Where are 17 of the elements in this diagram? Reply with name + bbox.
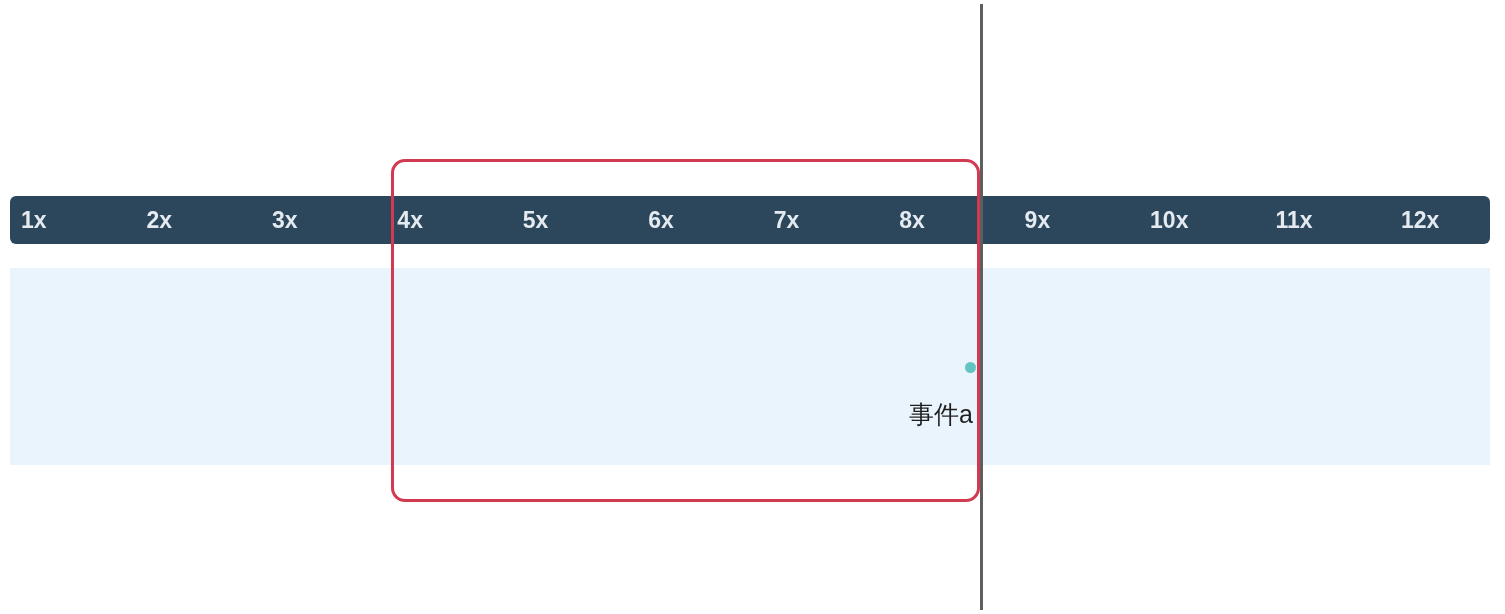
event-dot (964, 361, 976, 373)
tick-label: 11x (1275, 206, 1313, 235)
lane-band (10, 268, 1490, 465)
tick-label: 1x (21, 206, 47, 235)
tick-label: 7x (773, 206, 800, 235)
tick-label: 4x (397, 206, 423, 235)
tick-label: 8x (899, 206, 925, 235)
tick-label: 5x (522, 206, 549, 235)
tick-label: 12x (1400, 206, 1440, 235)
window-frame (391, 159, 980, 502)
tick-label: 3x (271, 206, 298, 235)
event-label: 事件a (909, 399, 973, 429)
tick-label: 9x (1024, 206, 1051, 235)
tick-label: 6x (648, 206, 674, 235)
timeline-bar (10, 196, 1490, 244)
tick-label: 2x (146, 206, 173, 235)
tick-label: 10x (1150, 206, 1189, 235)
